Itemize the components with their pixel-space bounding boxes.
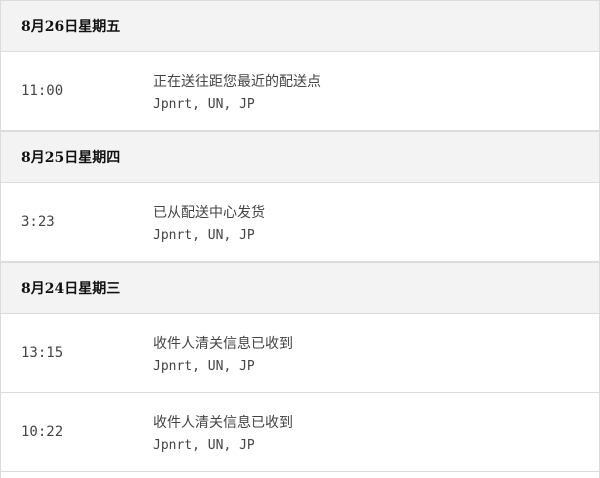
event-time: 13:15 <box>21 345 64 361</box>
day-header: 8月26日星期五 <box>1 0 599 52</box>
event-details: 收件人清关信息已收到 Jpnrt, UN, JP <box>153 412 293 453</box>
tracking-event-row: 10:22 收件人清关信息已收到 Jpnrt, UN, JP <box>1 393 599 472</box>
day-header: 8月24日星期三 <box>1 262 599 314</box>
event-location: Jpnrt, UN, JP <box>153 437 255 453</box>
event-status: 收件人清关信息已收到 <box>153 414 293 431</box>
tracking-event-row: 13:15 收件人清关信息已收到 Jpnrt, UN, JP <box>1 314 599 393</box>
event-time: 11:00 <box>21 83 64 99</box>
event-status: 已从配送中心发货 <box>153 204 265 221</box>
day-date: 8月25日星期四 <box>21 150 121 166</box>
event-details: 正在送往距您最近的配送点 Jpnrt, UN, JP <box>153 71 321 112</box>
event-details: 已从配送中心发货 Jpnrt, UN, JP <box>153 202 265 243</box>
day-date: 8月24日星期三 <box>21 281 121 297</box>
event-location: Jpnrt, UN, JP <box>153 227 255 243</box>
day-date: 8月26日星期五 <box>21 19 121 35</box>
event-time: 10:22 <box>21 424 64 440</box>
event-status: 正在送往距您最近的配送点 <box>153 73 321 90</box>
tracking-event-row: 11:00 正在送往距您最近的配送点 Jpnrt, UN, JP <box>1 52 599 131</box>
tracking-event-row: 3:23 已从配送中心发货 Jpnrt, UN, JP <box>1 183 599 262</box>
event-status: 收件人清关信息已收到 <box>153 335 293 352</box>
event-time: 3:23 <box>21 214 55 230</box>
event-location: Jpnrt, UN, JP <box>153 96 255 112</box>
day-header: 8月25日星期四 <box>1 131 599 183</box>
event-details: 收件人清关信息已收到 Jpnrt, UN, JP <box>153 333 293 374</box>
event-location: Jpnrt, UN, JP <box>153 358 255 374</box>
